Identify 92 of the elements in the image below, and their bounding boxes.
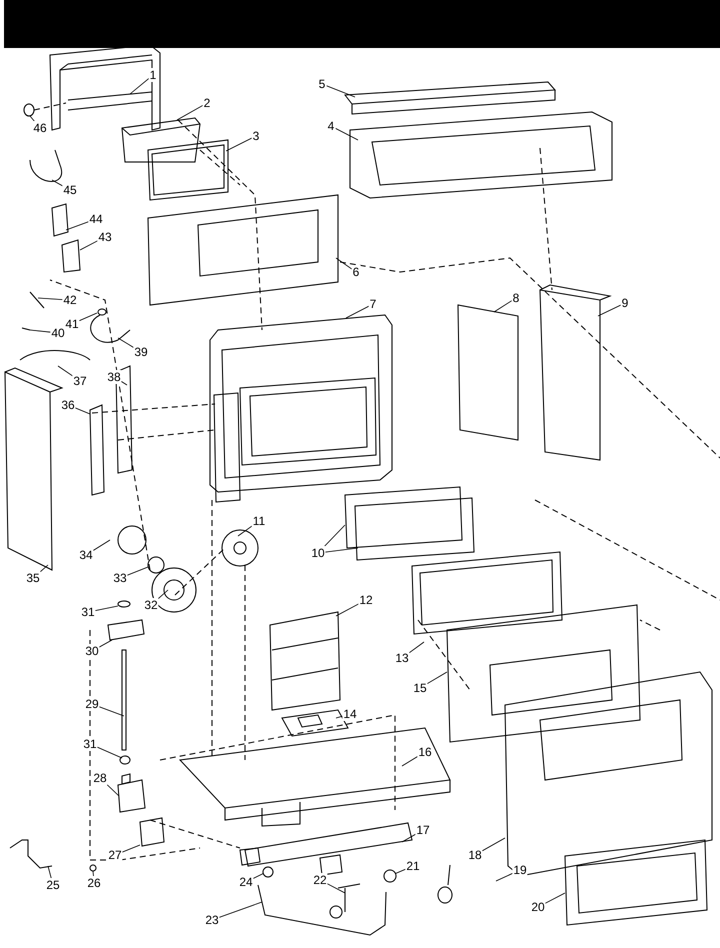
callout-number: 8: [512, 291, 520, 305]
callout-number: 41: [64, 317, 80, 331]
callout-number: 11: [252, 514, 266, 528]
leader-line: [426, 672, 448, 684]
leader-line: [598, 304, 622, 316]
callout-number: 24: [238, 875, 254, 889]
callout-number: 27: [107, 848, 123, 862]
leader-line: [176, 104, 204, 120]
callout-number: 36: [60, 398, 76, 412]
leader-line: [334, 128, 358, 140]
leader-line: [38, 298, 64, 300]
leader-line: [130, 78, 150, 94]
callout-number: 5: [318, 77, 326, 91]
callout-number: 45: [62, 183, 78, 197]
leader-line: [158, 590, 168, 600]
callout-number: 10: [310, 546, 326, 560]
callout-number: 32: [143, 598, 159, 612]
leader-line: [52, 180, 64, 186]
leader-line: [346, 306, 370, 318]
leader-line: [66, 221, 90, 230]
leader-line: [226, 138, 253, 152]
callout-number: 17: [415, 823, 431, 837]
callout-number: 28: [92, 771, 108, 785]
callout-number: 40: [50, 326, 66, 340]
leader-line: [98, 640, 112, 648]
callout-number: 31: [80, 605, 96, 619]
leader-line: [30, 330, 52, 333]
callout-number: 42: [62, 293, 78, 307]
callout-number: 3: [252, 129, 260, 143]
callout-number: 37: [72, 374, 88, 388]
leader-line: [120, 381, 128, 386]
callout-number: 38: [106, 370, 122, 384]
callout-number: 26: [86, 876, 102, 890]
leader-line: [238, 525, 253, 536]
leader-line: [126, 566, 148, 576]
callout-number: 13: [394, 651, 410, 665]
callout-number: 44: [88, 212, 104, 226]
leader-line: [395, 868, 406, 874]
callout-number: 6: [352, 265, 360, 279]
callout-number: 30: [84, 644, 100, 658]
callout-number: 14: [342, 707, 358, 721]
leader-line: [58, 366, 74, 376]
leader-line: [544, 892, 566, 904]
leader-line: [402, 834, 416, 842]
leader-line: [218, 902, 262, 918]
callout-number: 15: [412, 681, 428, 695]
leader-line: [96, 746, 122, 758]
leader-line: [482, 838, 506, 852]
callout-number: 31: [82, 737, 98, 751]
callout-number: 35: [25, 571, 41, 585]
leader-line: [106, 784, 120, 796]
leader-line: [336, 603, 360, 616]
callout-number: 34: [78, 548, 94, 562]
leader-line: [494, 300, 513, 312]
leader-line: [496, 872, 514, 882]
callout-number: 1: [148, 68, 158, 82]
leader-line: [324, 524, 346, 547]
leader-line: [80, 240, 98, 250]
callout-number: 33: [112, 571, 128, 585]
leader-line: [98, 706, 124, 716]
leader-line: [78, 312, 98, 322]
callout-number: 39: [133, 345, 149, 359]
leader-line: [325, 85, 356, 98]
leader-line: [326, 883, 346, 894]
callout-number: 2: [202, 96, 212, 110]
callout-number: 23: [204, 913, 220, 927]
leader-line: [40, 564, 48, 572]
leader-line: [408, 642, 424, 654]
leader-line: [94, 606, 118, 611]
leader-line: [92, 540, 110, 551]
leader-line: [402, 756, 418, 766]
leader-line: [74, 408, 90, 414]
callout-number: 29: [84, 697, 100, 711]
callout-number: 22: [312, 873, 328, 887]
leader-line: [118, 338, 134, 348]
callout-number: 18: [467, 848, 483, 862]
callout-number: 7: [368, 297, 378, 311]
callout-number: 9: [620, 296, 630, 310]
callout-number: 46: [32, 121, 48, 135]
callout-number: 4: [326, 119, 336, 133]
leader-line: [252, 873, 264, 879]
callout-number: 20: [530, 900, 546, 914]
leader-line: [336, 258, 353, 270]
leader-line: [48, 866, 52, 879]
callout-number: 43: [97, 230, 113, 244]
callout-number: 19: [512, 863, 528, 877]
callout-number: 16: [417, 745, 433, 759]
callout-number: 12: [358, 593, 374, 607]
callout-number: 25: [45, 878, 61, 892]
callout-number: 21: [405, 859, 421, 873]
leader-line: [324, 548, 358, 552]
leader-line: [122, 844, 140, 852]
